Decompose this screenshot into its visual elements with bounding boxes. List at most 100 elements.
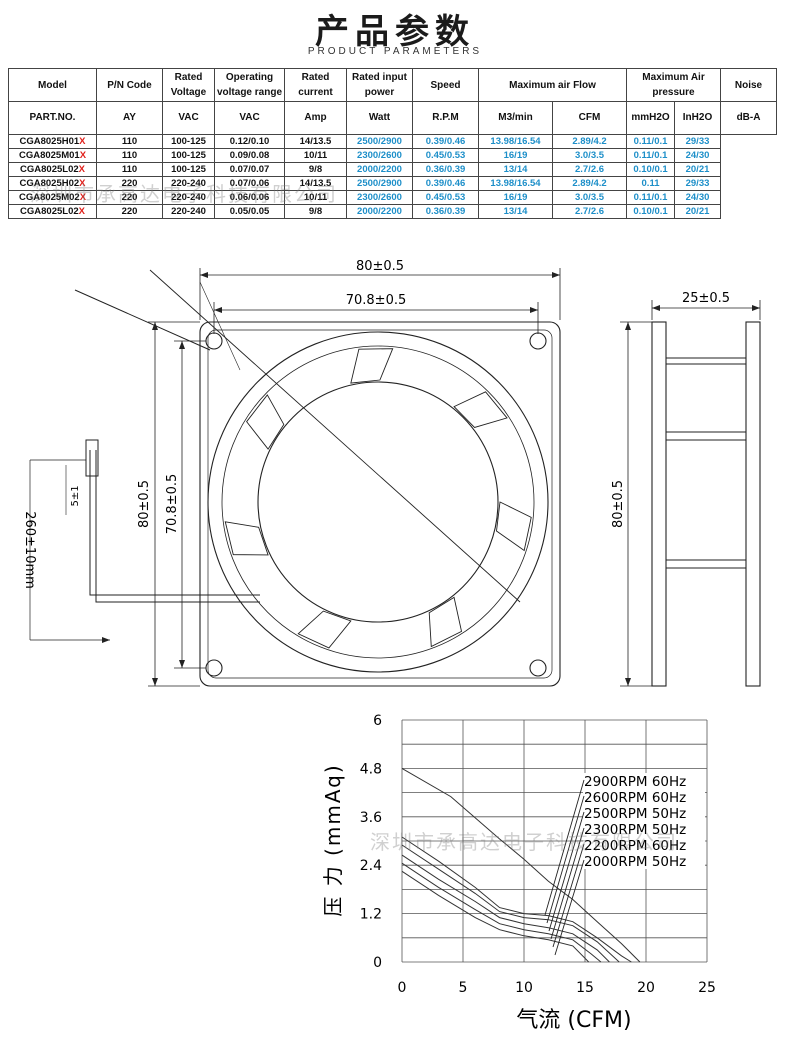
cell-cfm: 13/14 bbox=[478, 162, 553, 177]
cell-rpm: 2300/2600 bbox=[346, 148, 413, 163]
col-air-flow: Maximum air Flow bbox=[478, 68, 627, 102]
cell-current: 0.09/0.08 bbox=[214, 148, 285, 163]
fan-blade bbox=[246, 394, 285, 450]
cell-inh2o: 0.11 bbox=[626, 176, 675, 191]
x-tick-label: 25 bbox=[698, 980, 716, 996]
model-number: CGA8025M02 bbox=[18, 191, 80, 203]
cell-m3: 0.45/0.53 bbox=[412, 148, 479, 163]
cell-voltage: 220 bbox=[96, 204, 163, 219]
chart-series bbox=[401, 767, 641, 963]
y-tick-label: 3.6 bbox=[360, 810, 382, 826]
cell-voltage: 110 bbox=[96, 162, 163, 177]
cell-noise: 20/21 bbox=[673, 204, 722, 219]
model-number: CGA8025M01 bbox=[18, 149, 80, 161]
cell-cfm: 13.98/16.54 bbox=[478, 134, 553, 149]
y-tick-label: 4.8 bbox=[360, 761, 382, 777]
cell-range: 100-125 bbox=[162, 148, 215, 163]
fan-drawing: 80±0.5 70.8±0.5 80±0.5 70.8±0.5 260±10mm… bbox=[22, 259, 761, 687]
cell-rpm: 2500/2900 bbox=[346, 134, 413, 149]
unit-noise: dB-A bbox=[720, 101, 778, 135]
fan-blade bbox=[496, 501, 532, 552]
x-tick-label: 5 bbox=[459, 980, 468, 996]
y-tick-label: 6 bbox=[373, 713, 382, 729]
cell-m3: 0.45/0.53 bbox=[412, 190, 479, 205]
cell-rpm: 2000/2200 bbox=[346, 162, 413, 177]
series-line bbox=[401, 767, 641, 963]
cell-cfm: 13.98/16.54 bbox=[478, 176, 553, 191]
pn-code-cell: AY bbox=[96, 101, 163, 135]
unit-voltage: VAC bbox=[162, 101, 215, 135]
cell-m3: 0.39/0.46 bbox=[412, 176, 479, 191]
dim-outer-height: 80±0.5 bbox=[137, 480, 152, 528]
legend-leader bbox=[550, 827, 585, 940]
cell-mmh2o: 3.0/3.5 bbox=[552, 148, 627, 163]
fan-blade bbox=[297, 610, 352, 649]
y-tick-label: 0 bbox=[373, 955, 382, 971]
legend-item: 2000RPM 50Hz bbox=[584, 854, 686, 870]
dim-depth: 25±0.5 bbox=[682, 291, 730, 306]
model-number: CGA8025H01 bbox=[19, 135, 80, 147]
page-title: 产品参数 bbox=[315, 12, 475, 52]
dim-side-height: 80±0.5 bbox=[611, 480, 626, 528]
cell-mmh2o: 2.7/2.6 bbox=[552, 204, 627, 219]
header: 产品参数 PRODUCT PARAMETERS bbox=[0, 0, 790, 64]
col-model: Model bbox=[8, 68, 97, 102]
cell-current: 0.07/0.07 bbox=[214, 162, 285, 177]
cell-model: CGA8025L02X bbox=[8, 162, 97, 177]
legend-leader bbox=[548, 811, 585, 932]
model-suffix: X bbox=[79, 149, 87, 161]
fan-blade bbox=[224, 521, 269, 556]
model-suffix: X bbox=[79, 177, 86, 189]
cell-voltage: 110 bbox=[96, 148, 163, 163]
unit-cfm: CFM bbox=[552, 101, 627, 135]
cell-power: 9/8 bbox=[284, 204, 347, 219]
unit-inh2o: InH2O bbox=[673, 101, 722, 135]
model-suffix: X bbox=[79, 191, 87, 203]
cell-power: 9/8 bbox=[284, 162, 347, 177]
dim-strip-length: 5±1 bbox=[70, 485, 81, 506]
col-pn-code: P/N Code bbox=[96, 68, 163, 102]
model-number: CGA8025L02 bbox=[20, 163, 79, 175]
dim-outer-width: 80±0.5 bbox=[356, 259, 404, 274]
legend-bg bbox=[583, 805, 705, 821]
cell-power: 10/11 bbox=[284, 148, 347, 163]
legend-item: 2500RPM 50Hz bbox=[584, 806, 686, 822]
model-suffix: X bbox=[78, 163, 85, 175]
fan-shroud bbox=[207, 331, 549, 673]
legend-bg bbox=[583, 789, 705, 805]
side-view bbox=[651, 321, 761, 687]
model-suffix: X bbox=[79, 135, 86, 147]
cell-model: CGA8025M01X bbox=[8, 148, 97, 163]
y-tick-label: 2.4 bbox=[360, 858, 382, 874]
fan-blade bbox=[350, 348, 394, 384]
cell-current: 0.12/0.10 bbox=[214, 134, 285, 149]
cell-noise: 24/30 bbox=[673, 190, 722, 205]
col-rated-voltage: Rated Voltage bbox=[162, 68, 215, 102]
cell-mmh2o: 2.7/2.6 bbox=[552, 162, 627, 177]
cell-rpm: 2300/2600 bbox=[346, 190, 413, 205]
fan-frame bbox=[199, 321, 561, 687]
x-tick-label: 10 bbox=[515, 980, 533, 996]
series-line bbox=[401, 854, 610, 963]
legend-item: 2200RPM 60Hz bbox=[584, 838, 686, 854]
unit-rpm: R.P.M bbox=[412, 101, 479, 135]
legend-leader bbox=[544, 779, 585, 916]
series-line bbox=[401, 836, 632, 963]
y-tick-label: 1.2 bbox=[360, 907, 382, 923]
mount-hole-bl bbox=[205, 659, 223, 677]
cell-inh2o: 0.10/0.1 bbox=[626, 204, 675, 219]
cell-mmh2o: 3.0/3.5 bbox=[552, 190, 627, 205]
mount-hole-br bbox=[529, 659, 547, 677]
cell-mmh2o: 2.89/4.2 bbox=[552, 176, 627, 191]
cell-m3: 0.36/0.39 bbox=[412, 204, 479, 219]
cell-cfm: 16/19 bbox=[478, 148, 553, 163]
cell-noise: 29/33 bbox=[673, 176, 722, 191]
front-dimensions bbox=[148, 268, 561, 687]
cell-rpm: 2000/2200 bbox=[346, 204, 413, 219]
